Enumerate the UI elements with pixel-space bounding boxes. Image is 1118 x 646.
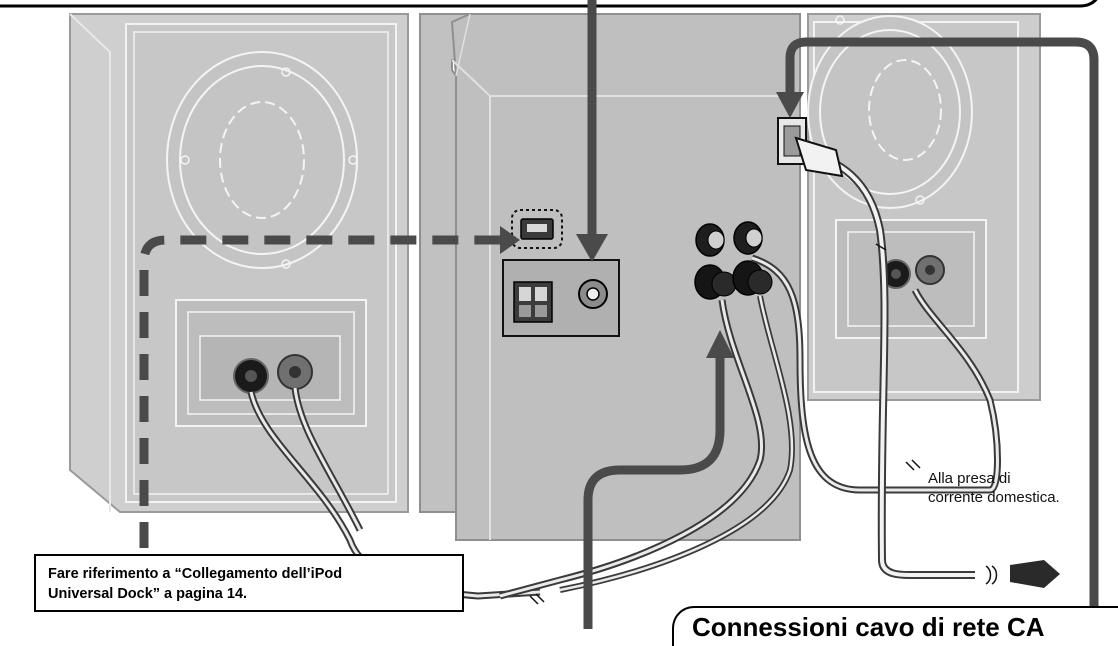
terminal-top-right — [733, 221, 763, 255]
right-speaker — [777, 13, 1041, 401]
right-speaker-woofer — [807, 15, 973, 209]
terminal-bottom-right — [732, 260, 773, 296]
left-speaker-woofer — [166, 51, 358, 269]
left-speaker — [69, 13, 541, 600]
ipod-dashed-arrow — [139, 235, 500, 548]
ac-outlet-label-line-1: Alla presa di — [928, 470, 1011, 487]
outlet-arrow — [1010, 560, 1060, 588]
ipod-callout-line-2: Universal Dock” a pagina 14. — [48, 586, 248, 602]
ipod-dock-reference-callout: Fare riferimento a “Collegamento dell’iP… — [34, 554, 464, 612]
ac-outlet-label-line-2: corrente domestica. — [928, 489, 1060, 506]
right-speaker-terminal-plate — [835, 219, 987, 339]
ac-routing-arrow — [785, 37, 1099, 629]
ipod-callout-line-1: Fare riferimento a “Collegamento dell’iP… — [48, 566, 343, 582]
connection-diagram — [0, 0, 1099, 629]
speaker-output-terminals — [694, 221, 773, 300]
ipod-dock-port — [511, 209, 563, 249]
terminal-top-left — [695, 223, 725, 257]
top-banner-frame — [0, 0, 1098, 8]
antenna-terminal-panel — [502, 259, 620, 337]
ac-outlet-label: Alla presa di corrente domestica. — [928, 469, 1060, 507]
arrows — [139, 0, 1099, 629]
main-unit — [419, 13, 801, 541]
terminal-arrow — [583, 356, 725, 629]
cables — [499, 136, 1001, 605]
left-speaker-terminal-plate — [175, 299, 367, 427]
ac-connection-heading: Connessioni cavo di rete CA — [672, 606, 1118, 646]
